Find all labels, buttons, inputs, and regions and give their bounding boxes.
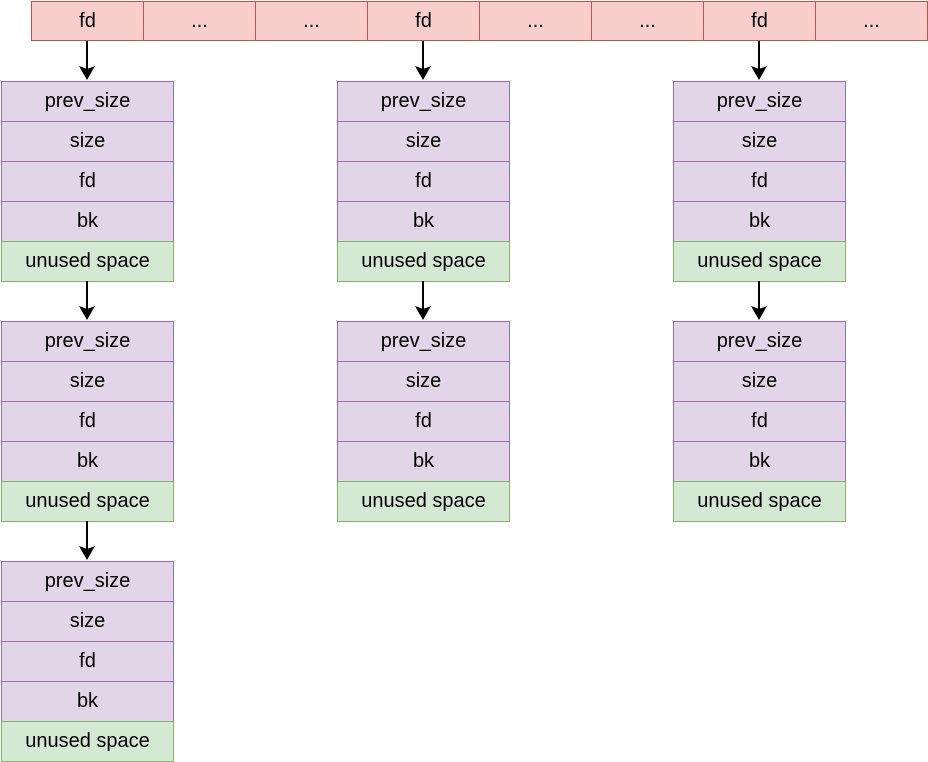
- chunk-1-2: prev_size size fd bk unused space: [1, 321, 174, 522]
- bk-field: bk: [337, 441, 510, 482]
- size-field: size: [673, 361, 846, 402]
- arrow: [79, 521, 95, 560]
- unused-space-field: unused space: [673, 481, 846, 522]
- prev-size-field: prev_size: [673, 81, 846, 122]
- prev-size-field: prev_size: [673, 321, 846, 362]
- size-field: size: [1, 121, 174, 162]
- unused-space-field: unused space: [337, 241, 510, 282]
- arrow: [79, 41, 95, 80]
- fd-field: fd: [1, 401, 174, 442]
- arrow: [415, 281, 431, 320]
- bin-cell: ...: [143, 1, 256, 41]
- bk-field: bk: [1, 441, 174, 482]
- arrow: [751, 41, 767, 80]
- size-field: size: [673, 121, 846, 162]
- bin-cell: ...: [815, 1, 928, 41]
- bin-cell: ...: [479, 1, 592, 41]
- arrow: [751, 281, 767, 320]
- chunk-2-1: prev_size size fd bk unused space: [337, 81, 510, 282]
- unused-space-field: unused space: [1, 721, 174, 762]
- fd-field: fd: [337, 401, 510, 442]
- chunk-2-2: prev_size size fd bk unused space: [337, 321, 510, 522]
- arrow: [415, 41, 431, 80]
- prev-size-field: prev_size: [337, 321, 510, 362]
- bin-cell: fd: [367, 1, 480, 41]
- size-field: size: [337, 121, 510, 162]
- prev-size-field: prev_size: [1, 321, 174, 362]
- bk-field: bk: [673, 441, 846, 482]
- bin-cell: ...: [255, 1, 368, 41]
- size-field: size: [1, 601, 174, 642]
- prev-size-field: prev_size: [337, 81, 510, 122]
- unused-space-field: unused space: [673, 241, 846, 282]
- bk-field: bk: [673, 201, 846, 242]
- arrow: [79, 281, 95, 320]
- chunk-3-2: prev_size size fd bk unused space: [673, 321, 846, 522]
- bin-array: fd ... ... fd ... ... fd ...: [31, 1, 928, 41]
- bk-field: bk: [1, 201, 174, 242]
- chunk-1-1: prev_size size fd bk unused space: [1, 81, 174, 282]
- chunk-1-3: prev_size size fd bk unused space: [1, 561, 174, 762]
- fd-field: fd: [673, 401, 846, 442]
- bin-cell: fd: [703, 1, 816, 41]
- size-field: size: [1, 361, 174, 402]
- bin-cell: fd: [31, 1, 144, 41]
- unused-space-field: unused space: [1, 481, 174, 522]
- prev-size-field: prev_size: [1, 561, 174, 602]
- fd-field: fd: [673, 161, 846, 202]
- bin-cell: ...: [591, 1, 704, 41]
- fd-field: fd: [1, 641, 174, 682]
- chunk-3-1: prev_size size fd bk unused space: [673, 81, 846, 282]
- unused-space-field: unused space: [337, 481, 510, 522]
- size-field: size: [337, 361, 510, 402]
- fd-field: fd: [1, 161, 174, 202]
- bk-field: bk: [337, 201, 510, 242]
- prev-size-field: prev_size: [1, 81, 174, 122]
- unused-space-field: unused space: [1, 241, 174, 282]
- fd-field: fd: [337, 161, 510, 202]
- bk-field: bk: [1, 681, 174, 722]
